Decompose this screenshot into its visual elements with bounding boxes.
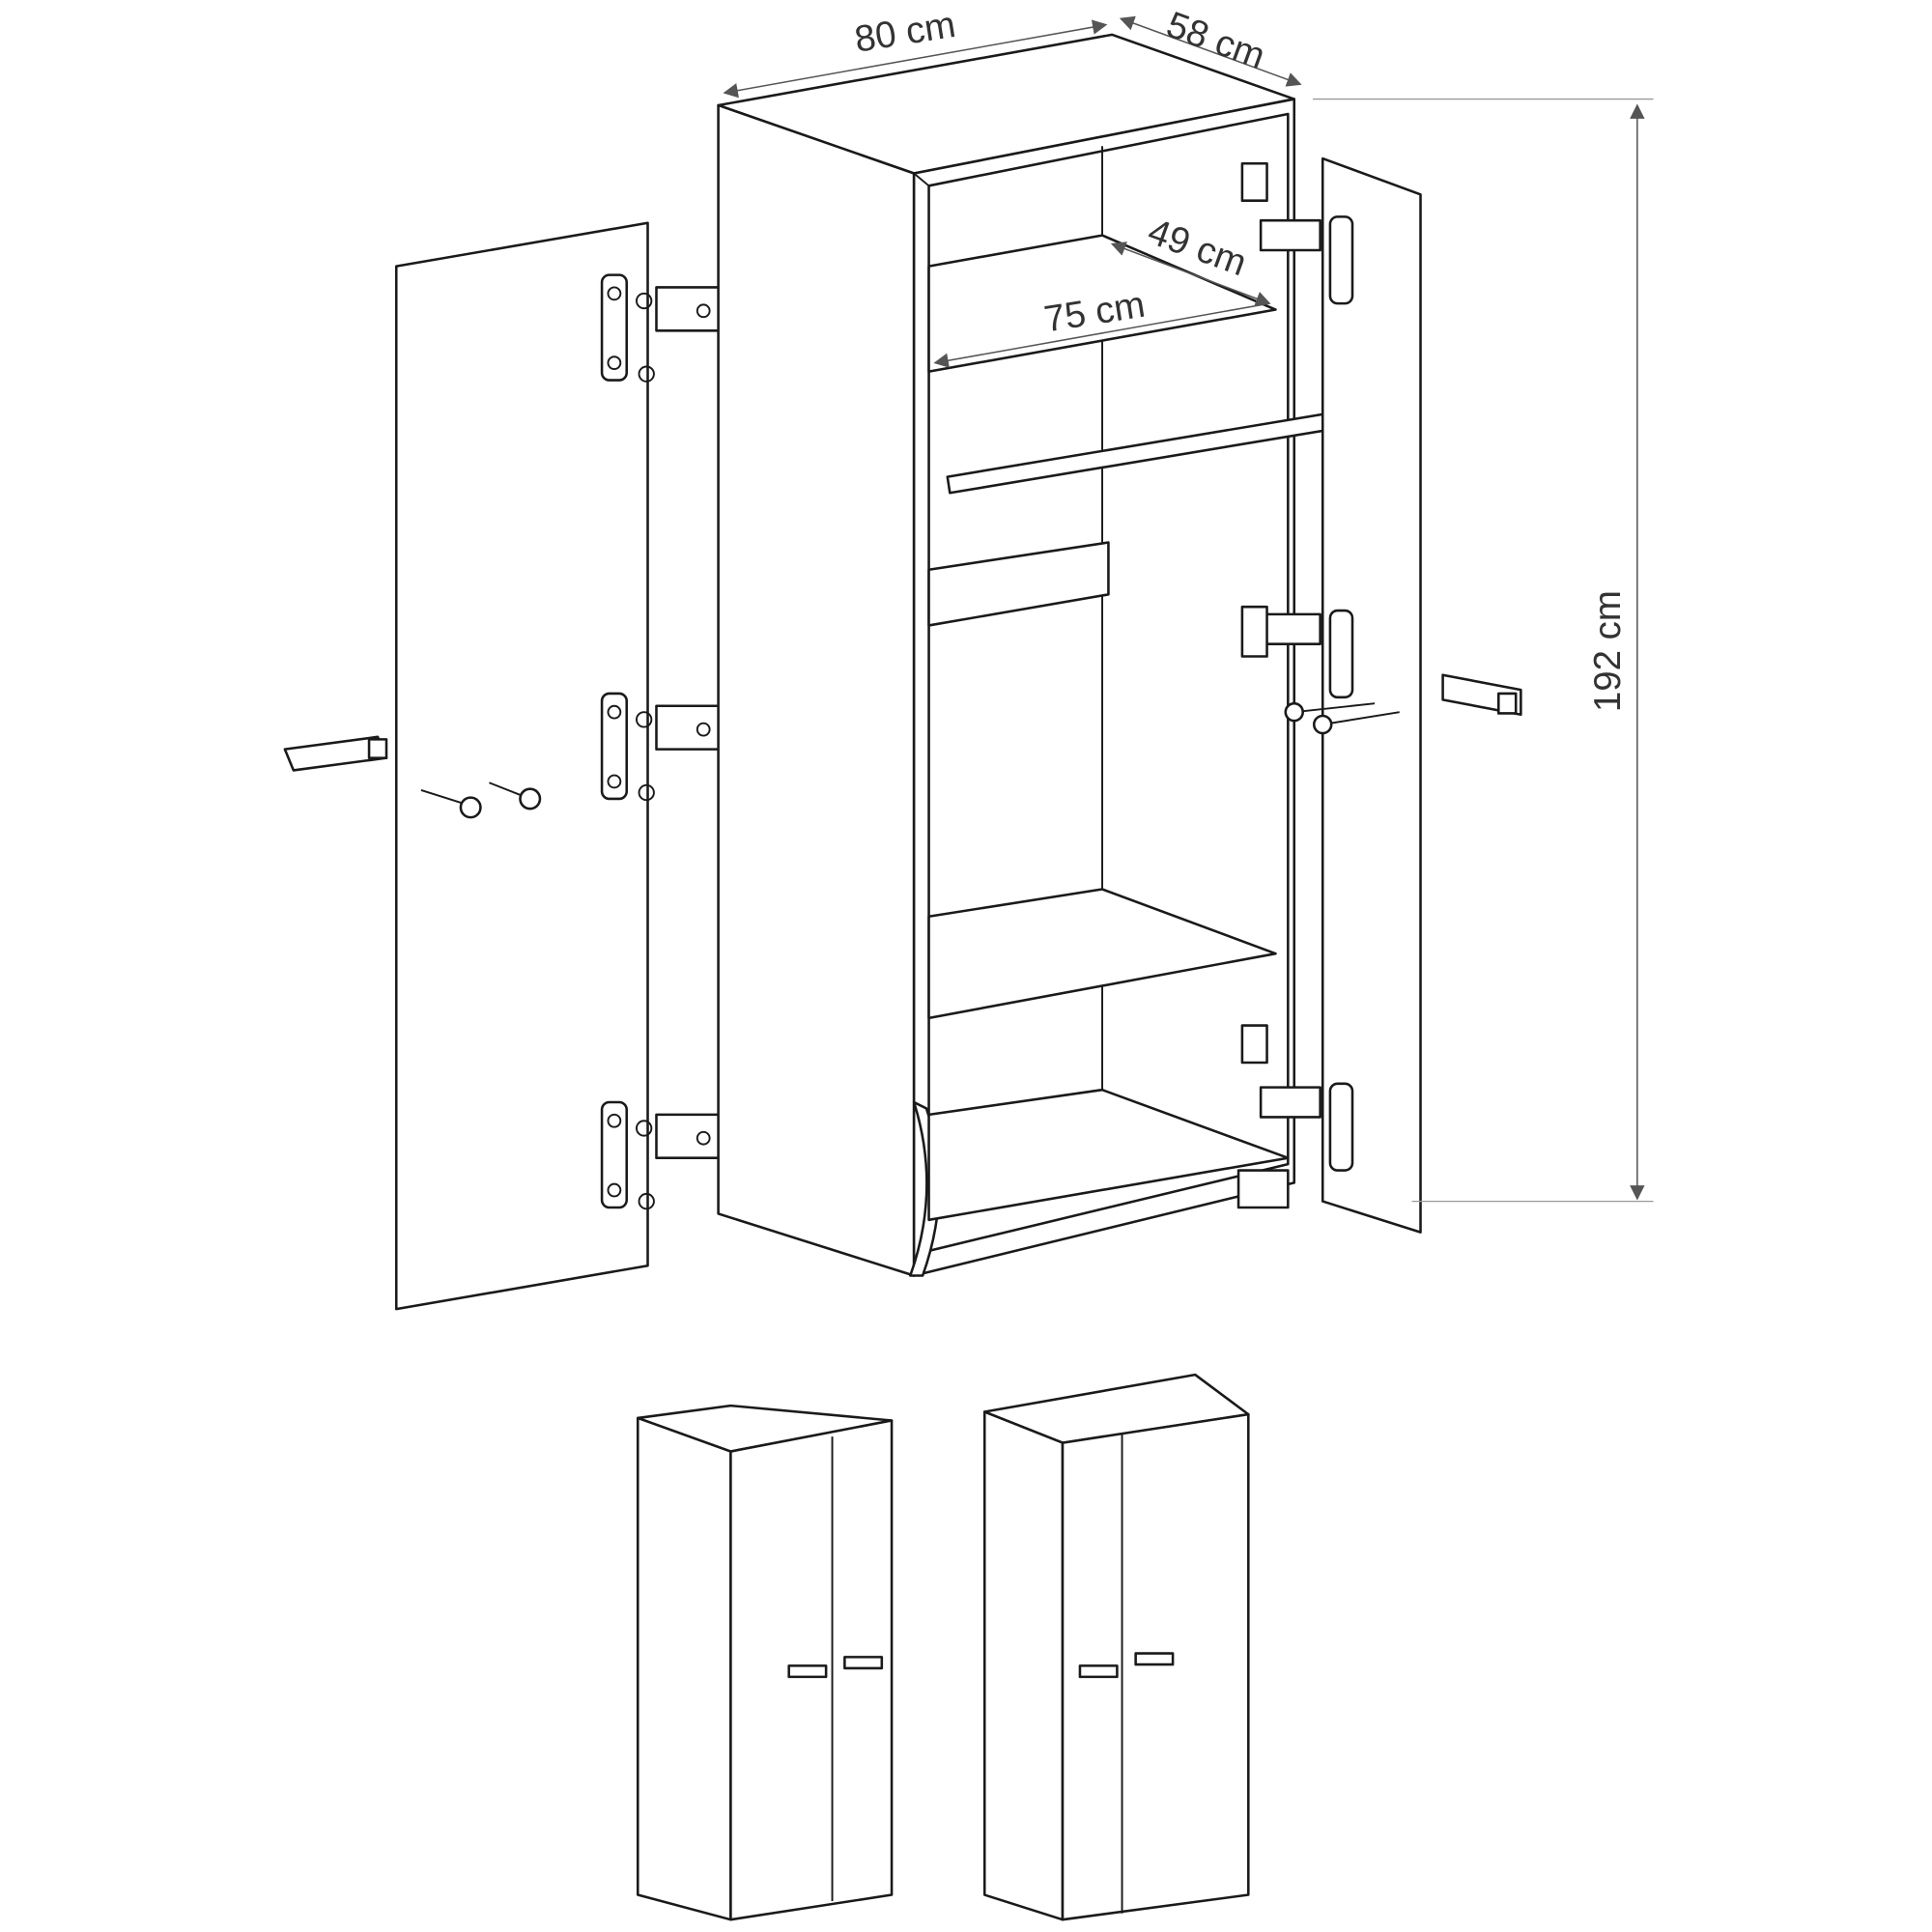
dimension-lines bbox=[723, 15, 1654, 1203]
height-label: 192 cm bbox=[1587, 590, 1629, 712]
assembled-view-right bbox=[982, 1373, 1250, 1921]
right-door bbox=[1321, 156, 1422, 1234]
left-screws bbox=[420, 781, 542, 819]
hinge bbox=[1240, 605, 1354, 699]
assembled-view-left bbox=[636, 1404, 894, 1921]
cabinet-body bbox=[717, 33, 1360, 1277]
left-handle bbox=[283, 735, 388, 772]
hinge bbox=[1240, 1024, 1354, 1172]
left-door bbox=[394, 221, 649, 1311]
right-hinges bbox=[1240, 161, 1354, 1172]
width-label: 80 cm bbox=[852, 4, 958, 61]
right-screws bbox=[1284, 701, 1400, 735]
right-handle bbox=[1441, 673, 1522, 717]
